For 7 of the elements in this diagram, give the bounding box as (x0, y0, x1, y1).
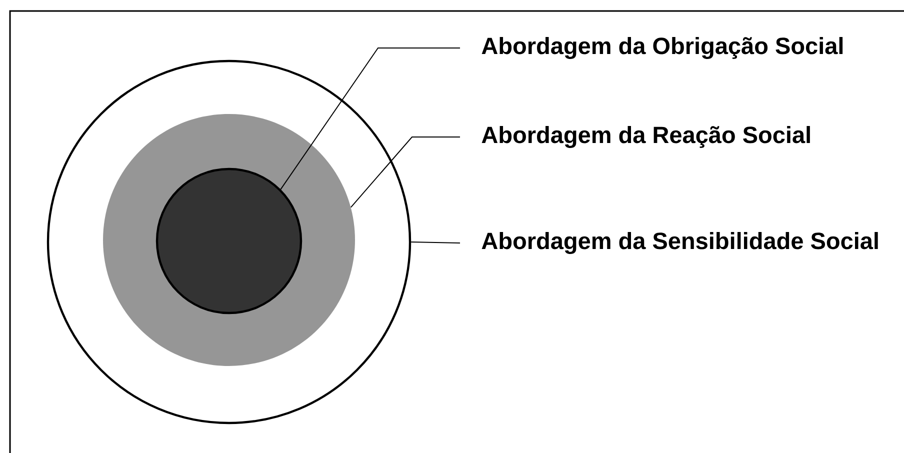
ring-circle (156, 168, 302, 314)
approach-label: Abordagem da Sensibilidade Social (482, 232, 878, 254)
approach-label: Abordagem da Obrigação Social (482, 36, 843, 59)
approach-label: Abordagem da Reação Social (482, 126, 810, 148)
leader-line (280, 48, 460, 190)
leader-line (350, 136, 460, 208)
leader-line (410, 242, 460, 244)
